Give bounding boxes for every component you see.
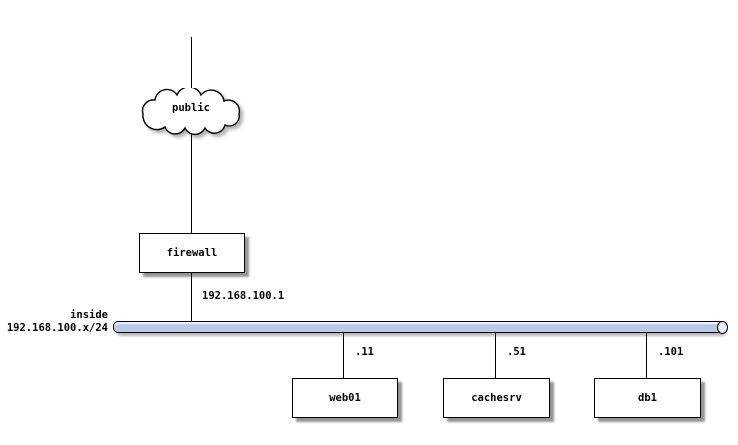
link-bus-to-web01 [343, 333, 344, 378]
network-name: inside [70, 309, 108, 321]
host-label: db1 [638, 392, 657, 404]
link-bus-to-db1 [646, 333, 647, 378]
public-cloud-label: public [172, 102, 210, 114]
link-public-to-firewall [191, 37, 192, 233]
firewall-ip-label: 192.168.100.1 [202, 290, 285, 302]
firewall-label: firewall [166, 247, 218, 259]
host-address: .51 [507, 346, 526, 358]
cloud-icon [141, 88, 241, 136]
network-subnet: 192.168.100.x/24 [6, 322, 108, 334]
link-bus-to-cachesrv [495, 333, 496, 378]
network-label: inside 192.168.100.x/24 [0, 309, 108, 335]
host-node-web01: web01 [292, 378, 398, 418]
link-firewall-to-bus [191, 272, 192, 322]
host-address: .101 [658, 346, 684, 358]
host-node-cachesrv: cachesrv [443, 378, 550, 418]
host-address: .11 [355, 346, 374, 358]
firewall-node: firewall [139, 233, 245, 273]
network-bus-end-cap [717, 321, 728, 334]
network-bus-bar [113, 321, 722, 333]
host-label: cachesrv [471, 392, 522, 404]
host-label: web01 [329, 392, 361, 404]
host-node-db1: db1 [594, 378, 701, 418]
